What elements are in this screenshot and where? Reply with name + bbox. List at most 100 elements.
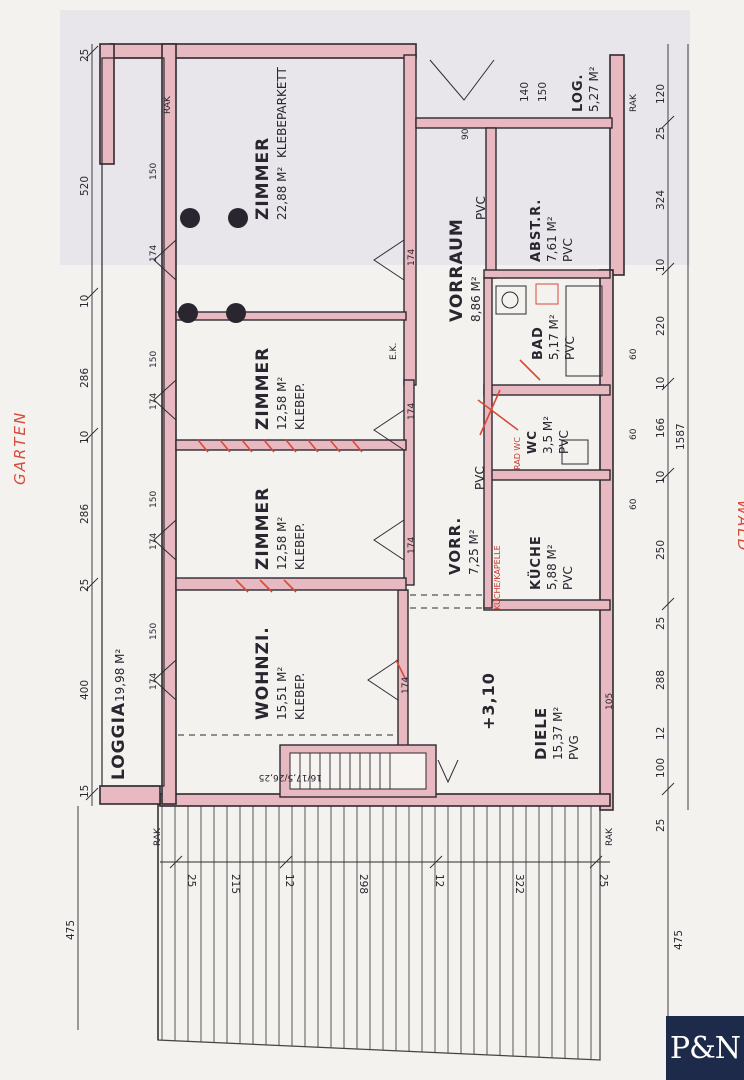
- dimension-lines: [77, 44, 689, 1030]
- abstr-area: 7,61 M²: [545, 216, 559, 262]
- dim-outer-right: 475: [673, 930, 685, 950]
- diele-area: 15,37 M²: [551, 706, 565, 760]
- red-annotations: [197, 359, 541, 681]
- wohnzimmer-floor: KLEBEP.: [293, 673, 307, 720]
- wohnzimmer-name: WOHNZI.: [253, 626, 273, 720]
- red-bath-note: RAD WC: [513, 437, 522, 470]
- door-dim-7: 174: [149, 673, 159, 690]
- zimmer3-area: 12,58 M²: [275, 516, 289, 570]
- log-name: LOG.: [571, 74, 586, 112]
- dashed-lines: [178, 594, 484, 736]
- loggia-name: LOGGIA: [109, 702, 129, 780]
- dim-right-1: 25: [655, 127, 667, 140]
- vorr-name: VORR.: [446, 517, 464, 575]
- brand-logo: P&N: [666, 1016, 744, 1080]
- dim-bottom-0: 25: [185, 874, 197, 887]
- dim-right-2: 324: [655, 190, 667, 210]
- wohnzimmer-area: 15,51 M²: [275, 666, 289, 720]
- door-dim-12: 90: [461, 128, 471, 140]
- dim-right-13: 25: [655, 819, 667, 832]
- stairwell: [279, 744, 437, 798]
- zimmer2-name: ZIMMER: [253, 347, 273, 430]
- terrace-hatch: [157, 804, 601, 1061]
- dim-left-3: 286: [79, 368, 91, 388]
- dim-left-7: 400: [79, 680, 91, 700]
- vorraum-name: VORRAUM: [447, 218, 467, 322]
- zimmer2-area: 12,58 M²: [275, 376, 289, 430]
- bad-area: 5,17 M²: [547, 314, 561, 360]
- zimmer1-name: ZIMMER: [253, 137, 273, 220]
- door-dim-1: 174: [149, 245, 159, 262]
- wc-floor: PVC: [557, 430, 571, 454]
- ek-label: E.K.: [389, 343, 399, 360]
- door-dim-13: 60: [629, 348, 639, 360]
- door-dim-15: 60: [629, 498, 639, 510]
- bad-name: BAD: [531, 326, 546, 360]
- bath-fixtures: [495, 283, 603, 465]
- door-dim-10: 174: [407, 537, 417, 554]
- dim-right-12: 100: [655, 758, 667, 778]
- dim-outer-left: 475: [65, 920, 77, 940]
- wc-name: WC: [525, 430, 539, 454]
- dim-right-7: 10: [655, 471, 667, 484]
- dim-right-9: 25: [655, 617, 667, 630]
- door-swings: [153, 59, 495, 784]
- dim-top-0: 140: [519, 82, 531, 102]
- interior-walls: [175, 54, 613, 796]
- door-dim-16: 105: [605, 693, 615, 710]
- loggia-outline: [101, 57, 165, 787]
- dim-bottom-3: 298: [357, 874, 369, 894]
- dim-left-4: 10: [79, 431, 91, 444]
- vorraum-floor: PVC: [474, 196, 488, 220]
- zimmer3-floor: KLEBEP.: [293, 523, 307, 570]
- wc-area: 3,5 M²: [541, 416, 555, 454]
- dim-right-4: 220: [655, 316, 667, 336]
- dim-bottom-2: 12: [283, 874, 295, 887]
- zimmer1-area: 22,88 M²: [275, 166, 289, 220]
- dim-left-6: 25: [79, 579, 91, 592]
- dim-bottom-1: 215: [229, 874, 241, 894]
- zimmer3-name: ZIMMER: [253, 487, 273, 570]
- wald-label: WALD: [734, 500, 744, 552]
- diele-name: DIELE: [532, 707, 550, 760]
- dim-right-6: 166: [655, 418, 667, 438]
- kueche-name: KÜCHE: [528, 535, 544, 590]
- dim-left-1: 520: [79, 176, 91, 196]
- rak-label-3: RAK: [153, 827, 163, 846]
- heating-points: [178, 208, 248, 323]
- zimmer2-floor: KLEBEP.: [293, 383, 307, 430]
- door-dim-5: 174: [149, 533, 159, 550]
- rak-label-1: RAK: [163, 95, 173, 114]
- dim-left-2: 10: [79, 295, 91, 308]
- dim-right-5: 10: [655, 377, 667, 390]
- kueche-floor: PVC: [561, 566, 575, 590]
- stair-label: 16/17,5/26,25: [259, 772, 322, 782]
- abstr-name: ABST.R.: [529, 199, 544, 262]
- bad-floor: PVC: [563, 336, 577, 360]
- dim-left-0: 25: [79, 49, 91, 62]
- dim-right-total: 1587: [675, 423, 687, 450]
- door-dim-0: 150: [149, 163, 159, 180]
- door-dim-8: 174: [407, 249, 417, 266]
- dim-right-8: 250: [655, 540, 667, 560]
- vorr-area: 7,25 M²: [467, 529, 481, 575]
- vorraum-area: 8,86 M²: [469, 276, 483, 322]
- door-dim-2: 150: [149, 351, 159, 368]
- abstr-floor: PVC: [561, 238, 575, 262]
- dim-bottom-6: 25: [597, 874, 609, 887]
- red-kitchen-note: KÜCHE/KAPELLE: [492, 545, 502, 610]
- zimmer1-floor: KLEBEPARKETT: [275, 66, 289, 158]
- vorr-floor: PVC: [473, 466, 487, 490]
- door-dim-11: 174: [401, 677, 411, 694]
- kueche-area: 5,88 M²: [545, 544, 559, 590]
- dim-right-0: 120: [655, 84, 667, 104]
- door-dim-4: 150: [149, 491, 159, 508]
- dim-right-3: 10: [655, 259, 667, 272]
- loggia-area: 19,98 M²: [113, 648, 127, 702]
- elevation-mark: +3,10: [479, 672, 498, 730]
- door-dim-9: 174: [407, 403, 417, 420]
- rak-label-2: RAK: [629, 93, 639, 112]
- dim-bottom-4: 12: [433, 874, 445, 887]
- door-dim-14: 60: [629, 428, 639, 440]
- diele-floor: PVG: [567, 735, 581, 760]
